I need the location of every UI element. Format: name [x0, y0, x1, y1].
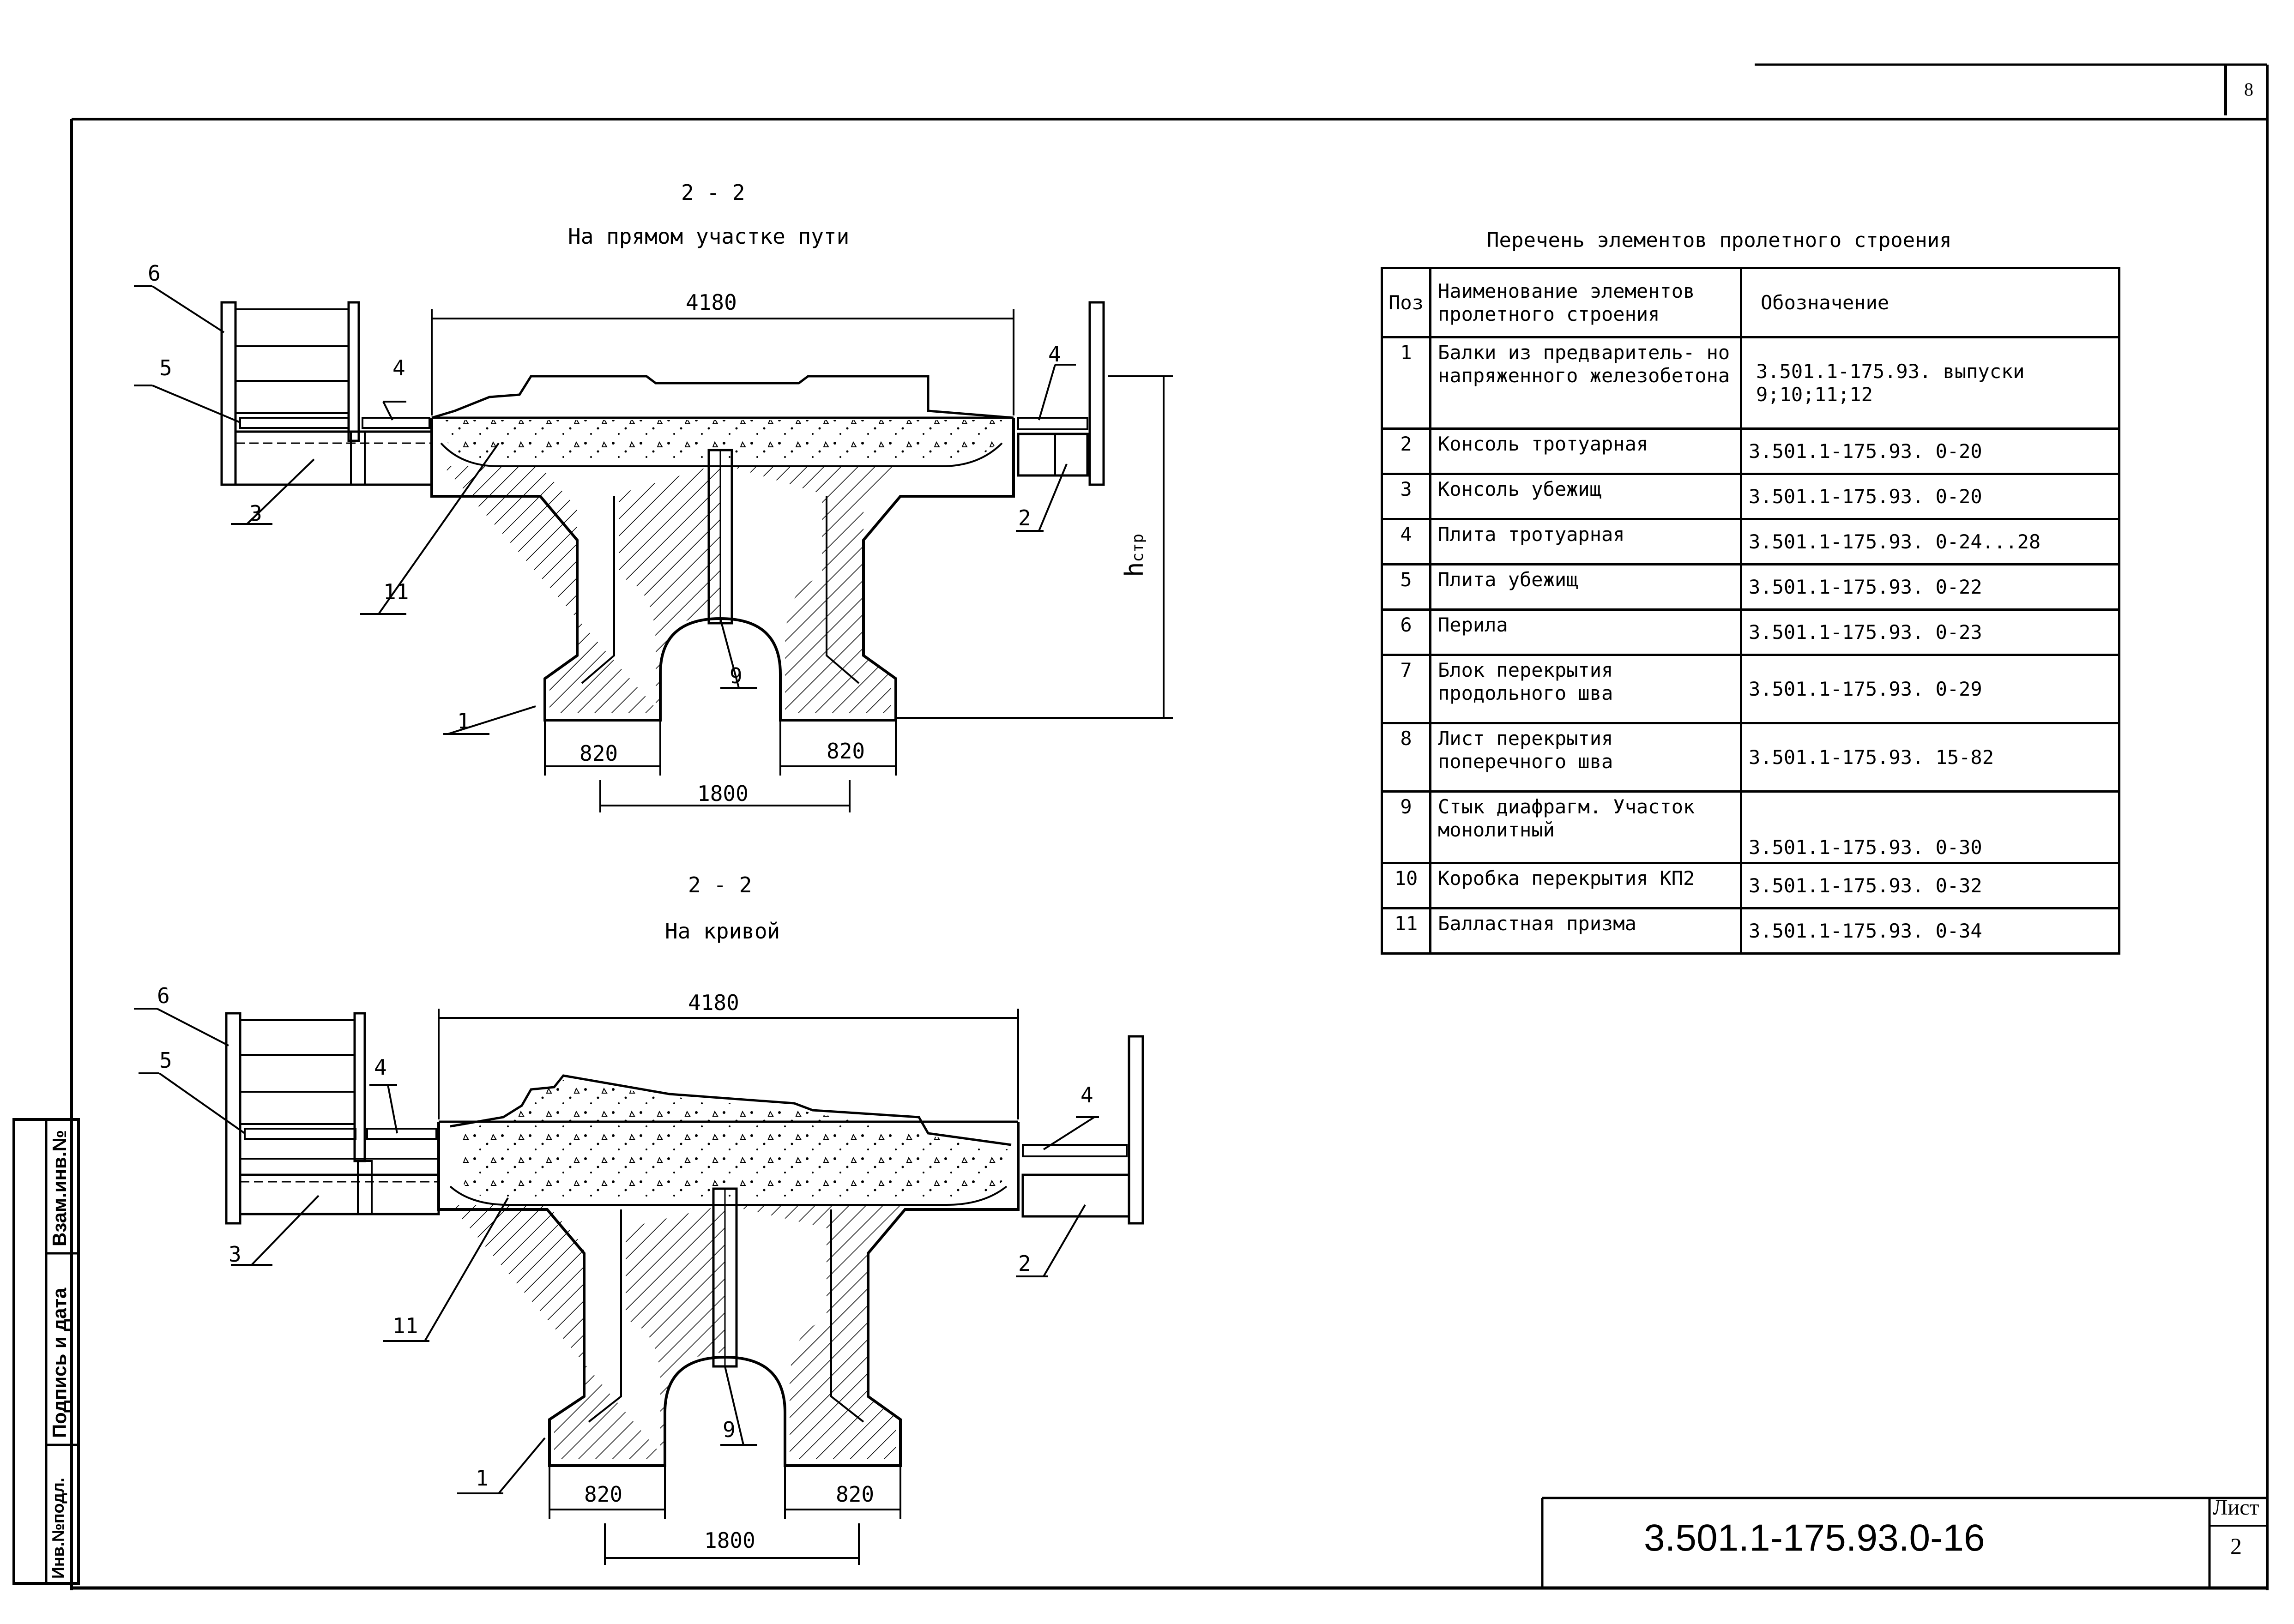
stamp-sheet-number: 2 [2230, 1533, 2242, 1559]
callout-bottom-5: 5 [159, 1048, 172, 1073]
row-code: 3.501.1-175.93. 0-20 [1740, 473, 2120, 520]
row-name: Перила [1429, 608, 1742, 656]
row-code: 3.501.1-175.93. 0-32 [1740, 862, 2120, 909]
section-bottom-dim-width: 4180 [688, 990, 739, 1015]
sidebar-cell-original-inv: Инв.№подл. [48, 1478, 67, 1579]
row-pos: 4 [1381, 518, 1431, 565]
row-name: Лист перекрытия поперечного шва [1429, 722, 1742, 793]
section-bottom-dim-right-flange: 820 [836, 1482, 875, 1507]
section-bottom-dim-between: 1800 [704, 1528, 755, 1553]
table-row: 9 Стык диафрагм. Участок монолитный 3.50… [1381, 790, 2120, 864]
row-pos: 10 [1381, 862, 1431, 909]
row-pos: 1 [1381, 336, 1431, 430]
callout-bottom-9: 9 [723, 1417, 736, 1442]
section-bottom-dim-left-flange: 820 [584, 1482, 623, 1507]
header-code: Обозначение [1740, 267, 2120, 338]
table-row: 11 Балластная призма 3.501.1-175.93. 0-3… [1381, 907, 2120, 955]
spec-table-header-row: Поз Наименование элементов пролетного ст… [1381, 267, 2120, 338]
table-row: 6 Перила 3.501.1-175.93. 0-23 [1381, 608, 2120, 656]
row-name: Консоль тротуарная [1429, 427, 1742, 475]
callout-bottom-1: 1 [476, 1466, 489, 1491]
table-row: 1 Балки из предваритель- но напряженного… [1381, 336, 2120, 430]
section-top-label: 2 - 2 [681, 180, 745, 205]
row-name: Стык диафрагм. Участок монолитный [1429, 790, 1742, 864]
table-row: 2 Консоль тротуарная 3.501.1-175.93. 0-2… [1381, 427, 2120, 475]
row-name: Блок перекрытия продольного шва [1429, 654, 1742, 724]
sidebar-cell-replacement-inv: Взам.инв.№ [48, 1130, 70, 1246]
row-code: 3.501.1-175.93. 0-23 [1740, 608, 2120, 656]
callout-top-5: 5 [159, 355, 172, 380]
row-pos: 7 [1381, 654, 1431, 724]
callout-bottom-6: 6 [157, 983, 170, 1008]
row-code: 3.501.1-175.93. 0-24...28 [1740, 518, 2120, 565]
spec-table-caption: Перечень элементов пролетного строения [1487, 229, 1952, 252]
table-row: 5 Плита убежищ 3.501.1-175.93. 0-22 [1381, 563, 2120, 611]
row-name: Балки из предваритель- но напряженного ж… [1429, 336, 1742, 430]
callout-bottom-4-left: 4 [374, 1055, 387, 1080]
height-label-h: h [1120, 562, 1149, 577]
section-bottom-drawing [134, 1008, 1144, 1565]
corner-mark: 8 [2244, 79, 2253, 100]
row-code: 3.501.1-175.93. 0-20 [1740, 427, 2120, 475]
row-name: Плита тротуарная [1429, 518, 1742, 565]
callout-top-11: 11 [383, 579, 409, 604]
row-name: Коробка перекрытия КП2 [1429, 862, 1742, 909]
table-row: 7 Блок перекрытия продольного шва 3.501.… [1381, 654, 2120, 724]
callout-bottom-4-right: 4 [1081, 1083, 1093, 1107]
callout-bottom-11: 11 [392, 1313, 418, 1338]
spec-table: Поз Наименование элементов пролетного ст… [1381, 267, 2120, 955]
row-code: 3.501.1-175.93. выпуски 9;10;11;12 [1740, 336, 2120, 430]
header-name: Наименование элементов пролетного строен… [1429, 267, 1742, 338]
row-code: 3.501.1-175.93. 0-29 [1740, 654, 2120, 724]
callout-bottom-2: 2 [1018, 1251, 1031, 1276]
section-top-dim-right-flange: 820 [827, 739, 865, 764]
callout-top-4-right: 4 [1048, 342, 1061, 367]
table-row: 10 Коробка перекрытия КП2 3.501.1-175.93… [1381, 862, 2120, 909]
callout-top-6: 6 [148, 261, 161, 286]
height-label-sub: стр [1129, 534, 1147, 562]
row-name: Консоль убежищ [1429, 473, 1742, 520]
table-row: 4 Плита тротуарная 3.501.1-175.93. 0-24.… [1381, 518, 2120, 565]
row-name: Балластная призма [1429, 907, 1742, 955]
sidebar-cell-signature-date: Подпись и дата [48, 1287, 70, 1438]
callout-bottom-3: 3 [229, 1242, 241, 1267]
row-pos: 11 [1381, 907, 1431, 955]
section-bottom-subtitle: На кривой [665, 919, 780, 944]
sheet-frame [12, 63, 2269, 1590]
callout-top-1: 1 [457, 709, 470, 734]
section-top-drawing [134, 285, 1173, 812]
callout-top-3: 3 [249, 501, 262, 526]
row-pos: 9 [1381, 790, 1431, 864]
row-code: 3.501.1-175.93. 0-22 [1740, 563, 2120, 611]
row-code: 3.501.1-175.93. 15-82 [1740, 722, 2120, 793]
callout-top-9: 9 [730, 663, 743, 688]
stamp-document-code: 3.501.1-175.93.0-16 [1644, 1517, 1985, 1559]
table-row: 3 Консоль убежищ 3.501.1-175.93. 0-20 [1381, 473, 2120, 520]
row-code: 3.501.1-175.93. 0-34 [1740, 907, 2120, 955]
row-pos: 3 [1381, 473, 1431, 520]
row-pos: 5 [1381, 563, 1431, 611]
row-pos: 8 [1381, 722, 1431, 793]
callout-top-2: 2 [1018, 505, 1031, 530]
section-top-dim-width: 4180 [686, 290, 737, 315]
section-top-dim-between: 1800 [697, 781, 749, 806]
section-top-height-label: hстр [1120, 534, 1149, 577]
row-name: Плита убежищ [1429, 563, 1742, 611]
section-bottom-label: 2 - 2 [688, 872, 752, 897]
stamp-sheet-label: Лист [2213, 1495, 2259, 1520]
header-pos: Поз [1381, 267, 1431, 338]
row-pos: 6 [1381, 608, 1431, 656]
row-code: 3.501.1-175.93. 0-30 [1740, 790, 2120, 864]
row-pos: 2 [1381, 427, 1431, 475]
table-row: 8 Лист перекрытия поперечного шва 3.501.… [1381, 722, 2120, 793]
section-top-subtitle: На прямом участке пути [568, 224, 850, 249]
callout-top-4-left: 4 [392, 355, 405, 380]
section-top-dim-left-flange: 820 [580, 741, 618, 766]
